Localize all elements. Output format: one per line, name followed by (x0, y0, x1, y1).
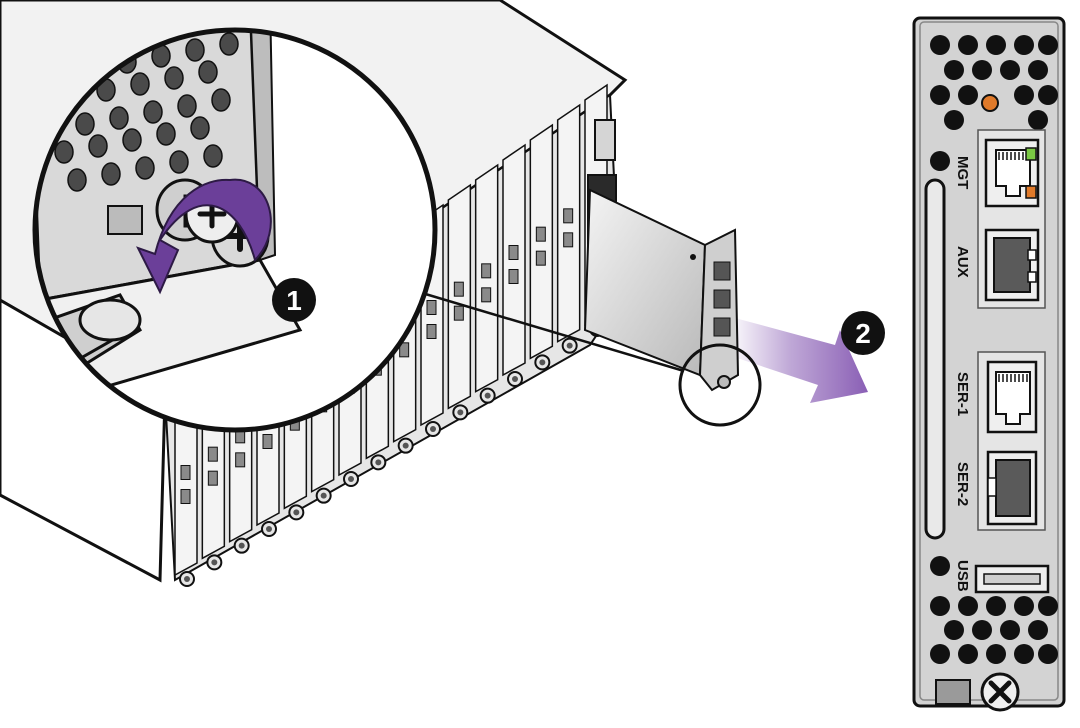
vent-hole (1038, 35, 1058, 55)
magnified-screw-view (32, 27, 438, 433)
ser1-port (986, 360, 1038, 434)
slot-card (502, 143, 526, 387)
vent-hole (164, 66, 184, 90)
vent-hole (101, 162, 121, 186)
vent-hole (930, 596, 950, 616)
vent-hole (1014, 85, 1034, 105)
vent-hole (958, 35, 978, 55)
vent-hole (930, 35, 950, 55)
vent-hole (1014, 596, 1034, 616)
vent-hole (1028, 620, 1048, 640)
slot-card (174, 383, 198, 587)
vent-hole (1000, 60, 1020, 80)
vent-hole (185, 38, 205, 62)
counterclockwise-arrow-icon (135, 178, 272, 295)
vent-hole (930, 151, 950, 171)
callout-leader-top (411, 288, 685, 373)
vent-hole (1038, 596, 1058, 616)
mgt-port (984, 138, 1040, 208)
power-inlet (594, 119, 616, 161)
vent-hole (1028, 110, 1048, 130)
step-1-marker: 1 (272, 278, 316, 322)
vent-hole (177, 94, 197, 118)
label-ser1: SER-1 (954, 372, 971, 416)
slot-card (447, 183, 472, 421)
vent-hole (109, 106, 129, 130)
vent-hole (156, 122, 176, 146)
slot-card (556, 103, 581, 354)
pull-out-arrow-icon (728, 318, 868, 403)
vent-hole (972, 620, 992, 640)
screw-callout-circle (678, 343, 762, 427)
vent-hole (135, 156, 155, 180)
vent-hole (143, 100, 163, 124)
vent-hole (169, 150, 189, 174)
vent-hole (1028, 60, 1048, 80)
vent-holes-bottom (930, 596, 1058, 664)
svg-text:1: 1 (286, 285, 302, 316)
vent-hole (986, 35, 1006, 55)
vent-hole (190, 116, 210, 140)
vent-hole (986, 644, 1006, 664)
label-aux: AUX (954, 246, 971, 278)
vent-hole (986, 596, 1006, 616)
removed-module-card (583, 188, 740, 392)
slot-card (529, 123, 554, 371)
vent-hole (1038, 85, 1058, 105)
bottom-latch (935, 679, 971, 705)
vent-hole (130, 72, 150, 96)
vent-hole (219, 32, 239, 56)
vent-hole (1014, 644, 1034, 664)
vent-hole (75, 112, 95, 136)
usb-port (974, 564, 1050, 594)
activity-led (1025, 185, 1037, 199)
vent-hole (930, 556, 950, 576)
vent-hole (944, 620, 964, 640)
vent-hole (198, 60, 218, 84)
vent-hole (958, 85, 978, 105)
vent-hole (122, 128, 142, 152)
vent-hole (944, 60, 964, 80)
vent-hole (944, 110, 964, 130)
ejector-handle (924, 178, 946, 540)
vent-hole (67, 168, 87, 192)
plate-window (107, 205, 143, 235)
vent-holes-top (930, 35, 1058, 130)
link-led (1025, 147, 1037, 161)
module-front-panel: MGT AUX SER-1 SER-2 USB (912, 16, 1066, 712)
vent-hole (930, 644, 950, 664)
svg-text:2: 2 (855, 318, 871, 349)
label-usb: USB (954, 560, 971, 592)
status-led (981, 94, 999, 112)
slot-card (474, 163, 499, 404)
vent-hole (1000, 620, 1020, 640)
label-mgt: MGT (954, 156, 971, 189)
vent-hole (1038, 644, 1058, 664)
panel-captive-screw-icon (980, 672, 1020, 712)
vent-hole (958, 596, 978, 616)
vent-hole (972, 60, 992, 80)
vent-hole (1014, 35, 1034, 55)
ser2-port (986, 450, 1038, 526)
vent-hole (203, 144, 223, 168)
label-ser2: SER-2 (954, 462, 971, 506)
vent-hole (958, 644, 978, 664)
vent-hole (88, 134, 108, 158)
vent-hole (930, 85, 950, 105)
step-2-marker: 2 (841, 311, 885, 355)
vent-hole (211, 88, 231, 112)
vent-hole (54, 140, 74, 164)
aux-port (984, 228, 1040, 302)
